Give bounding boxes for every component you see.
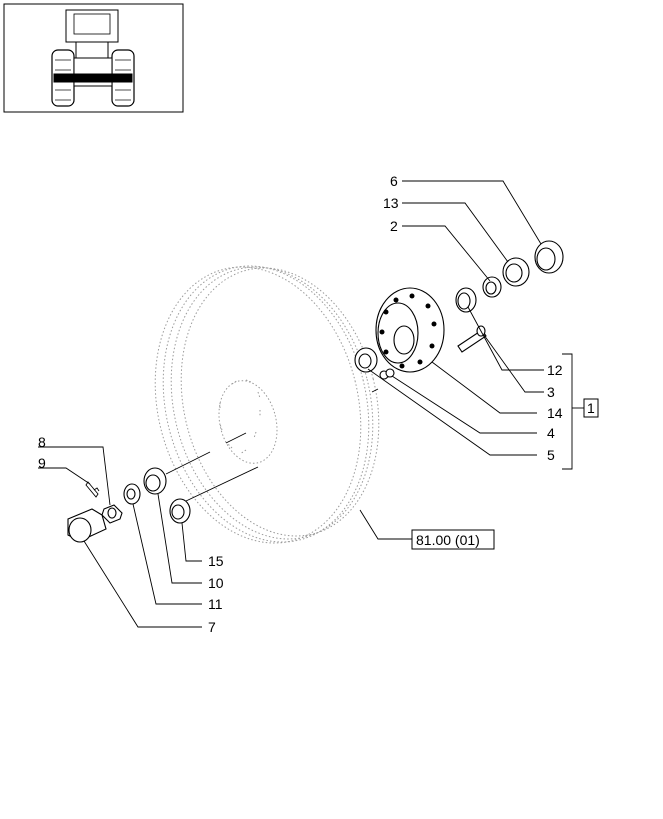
part-2-bearing-cone bbox=[482, 276, 502, 298]
part-13-bearing-cup bbox=[502, 257, 530, 287]
callout-labels: 6 13 2 12 3 14 4 5 8 9 15 10 11 7 bbox=[38, 173, 563, 635]
locator-thumbnail bbox=[3, 3, 184, 113]
callout-13: 13 bbox=[383, 195, 399, 211]
tractor-front-icon bbox=[51, 9, 135, 107]
callout-7: 7 bbox=[208, 619, 216, 635]
callout-2: 2 bbox=[390, 218, 398, 234]
callout-5: 5 bbox=[547, 447, 555, 463]
part-4-grease-nipple bbox=[379, 368, 395, 380]
part-7-hub-cap bbox=[67, 508, 107, 543]
group-box-label: 1 bbox=[587, 400, 595, 416]
part-9-split-pin bbox=[85, 481, 100, 498]
part-12-ring bbox=[455, 287, 477, 313]
callout-3: 3 bbox=[547, 384, 555, 400]
part-10-inner-bearing bbox=[143, 467, 167, 495]
callout-11: 11 bbox=[208, 596, 223, 612]
axle-highlight bbox=[53, 73, 133, 83]
wheel-outline bbox=[154, 265, 380, 544]
callout-6: 6 bbox=[390, 173, 398, 189]
axis-lines bbox=[165, 374, 393, 502]
callout-10: 10 bbox=[208, 575, 224, 591]
part-11-washer bbox=[123, 483, 141, 505]
part-6-seal-ring bbox=[534, 240, 564, 274]
callout-12: 12 bbox=[547, 362, 563, 378]
callout-15: 15 bbox=[208, 553, 224, 569]
callout-8: 8 bbox=[38, 434, 46, 450]
reference-box-label: 81.00 (01) bbox=[416, 532, 480, 548]
callout-9: 9 bbox=[38, 455, 46, 471]
callout-4: 4 bbox=[547, 425, 555, 441]
leader-lines-right bbox=[359, 180, 584, 540]
part-15-sleeve bbox=[169, 498, 191, 524]
group-box: 1 bbox=[583, 398, 599, 418]
leader-lines-left bbox=[38, 446, 202, 628]
callout-14: 14 bbox=[547, 405, 563, 421]
part-8-castle-nut bbox=[101, 504, 123, 524]
part-5-seal bbox=[354, 347, 378, 373]
reference-box: 81.00 (01) bbox=[411, 529, 495, 550]
part-14-hub bbox=[375, 287, 445, 373]
part-3-stud-bolt bbox=[457, 325, 487, 353]
